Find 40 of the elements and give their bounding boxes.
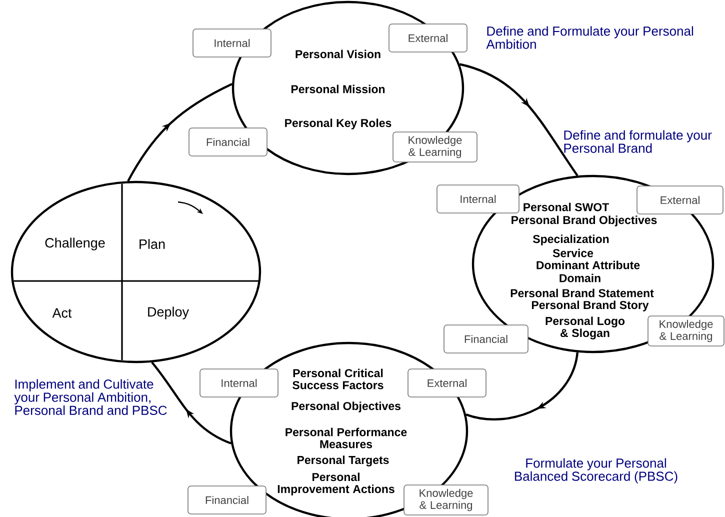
node-text: Dominant Attribute (536, 260, 640, 270)
perspective-box: Internal (436, 184, 520, 214)
perspective-box: Knowledge & Learning (404, 484, 488, 516)
perspective-box: Knowledge & Learning (648, 316, 724, 346)
node-text: Service (552, 248, 594, 258)
perspective-box: Knowledge & Learning (392, 132, 478, 162)
node-text: Personal SWOT (524, 202, 609, 212)
node-text: Plan (140, 239, 165, 249)
perspective-box: Financial (188, 128, 268, 156)
node-text: Personal Critical Success Factors (292, 368, 384, 390)
stage-caption: Implement and Cultivate your Personal Ambition, Personal Brand and PBSC (14, 379, 167, 415)
node-text: Personal Objectives (292, 402, 400, 412)
node-text: Personal Brand Statement (510, 288, 654, 298)
stage-caption: Define and formulate your Personal Brand (564, 130, 712, 153)
arrow (466, 352, 579, 420)
perspective-box: Financial (444, 324, 528, 354)
node-text: Personal Mission (291, 84, 385, 94)
perspective-box: Internal (192, 28, 272, 58)
node-text: Act (52, 308, 72, 318)
node-text: Challenge (45, 238, 105, 250)
stage-caption: Define and Formulate your Personal Ambition (486, 26, 694, 49)
node-text: Personal Targets (298, 456, 389, 466)
perspective-box: Internal (200, 368, 278, 398)
node-text: Specialization (533, 234, 609, 246)
node-text: Personal Vision (296, 50, 380, 58)
node-text: Personal Logo & Slogan (546, 316, 625, 340)
node-text: Personal Brand Objectives (512, 216, 657, 226)
node-text: Deploy (148, 306, 189, 320)
node-text: Personal Brand Story (532, 300, 649, 312)
arrow (151, 362, 232, 444)
arrow (459, 63, 578, 176)
arrow (127, 82, 233, 182)
perspective-box: External (636, 186, 724, 214)
node-text: Personal Improvement Actions (278, 472, 394, 496)
node-text: Personal Performance Measures (286, 428, 407, 448)
node-text: Domain (560, 274, 600, 282)
perspective-box: External (408, 368, 486, 398)
stage-caption: Formulate your Personal Balanced Scorecard (PBSC) (514, 458, 678, 484)
node-text: Personal Key Roles (285, 118, 392, 130)
perspective-box: Financial (188, 486, 266, 514)
